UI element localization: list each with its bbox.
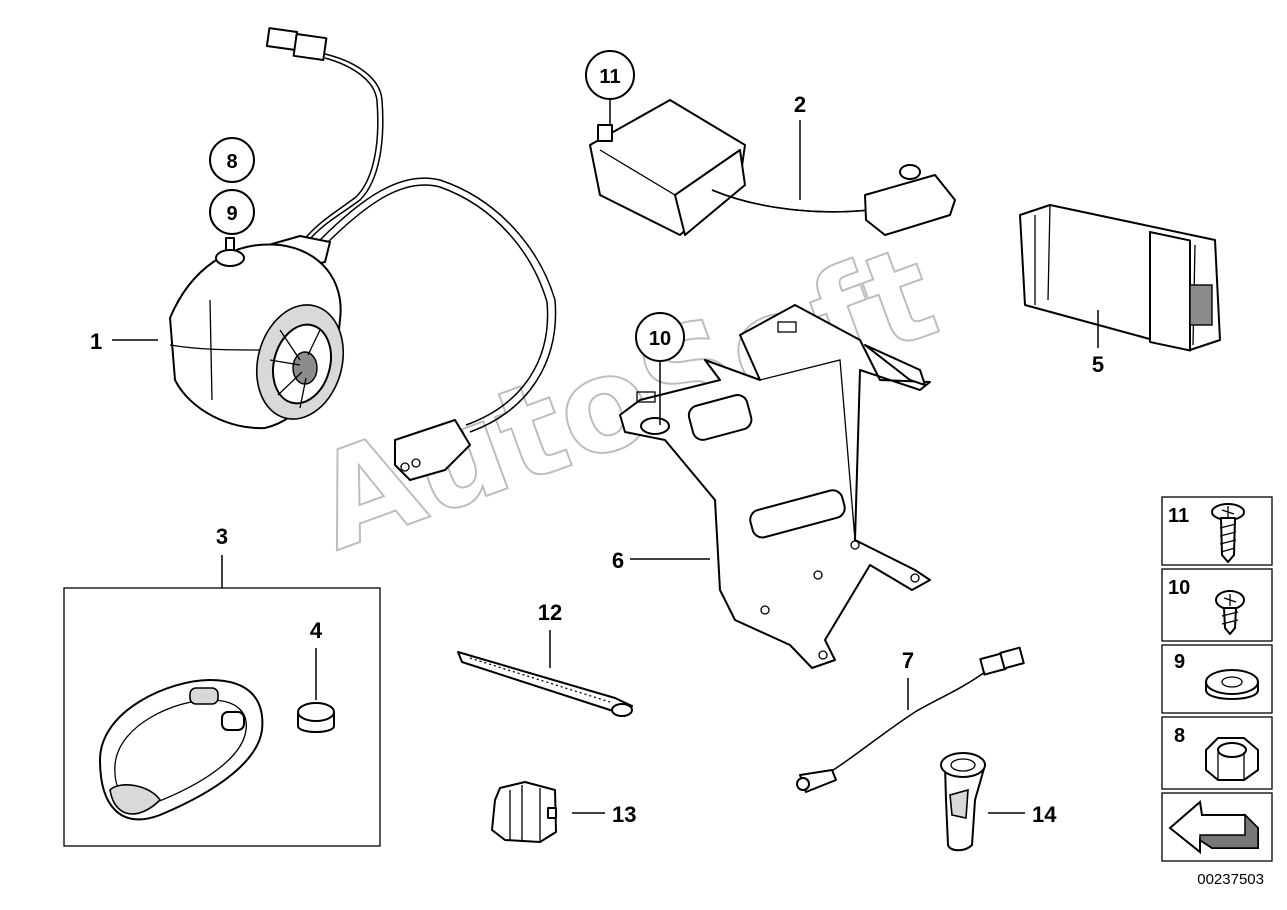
control-module-part [589, 99, 956, 236]
clip-part [491, 781, 557, 843]
battery-cell-part [297, 702, 335, 733]
short-screw-icon [1215, 590, 1245, 635]
hardware-legend: 11 10 9 8 [1161, 496, 1273, 862]
circled-label-9: 9 [226, 203, 237, 225]
label-13: 13 [612, 802, 636, 827]
label-7: 7 [902, 648, 914, 673]
cable-tie-part [457, 651, 633, 717]
mounting-bracket-part [619, 304, 931, 669]
label-6: 6 [612, 548, 624, 573]
remote-kit-box [63, 587, 381, 847]
diagram-number: 00237503 [1197, 871, 1264, 888]
screw-icon [1211, 503, 1245, 563]
nut-icon [1205, 737, 1259, 781]
label-3: 3 [216, 524, 228, 549]
legend-label-11: 11 [1168, 505, 1189, 527]
siren-part [169, 27, 557, 481]
label-4: 4 [310, 618, 323, 643]
label-5: 5 [1092, 352, 1104, 377]
bushing-part [940, 752, 986, 852]
legend-label-9: 9 [1174, 651, 1185, 673]
legend-label-8: 8 [1174, 725, 1185, 747]
remote-key-part [99, 679, 264, 821]
circled-label-8: 8 [226, 151, 237, 173]
circled-label-10: 10 [649, 328, 671, 350]
label-12: 12 [538, 600, 562, 625]
washer-icon [1205, 669, 1259, 700]
legend-label-10: 10 [1168, 577, 1190, 599]
direction-arrow-icon [1168, 800, 1259, 855]
battery-pack-part [1019, 204, 1221, 352]
sensor-wire-part [796, 646, 1025, 793]
label-2: 2 [794, 92, 806, 117]
label-14: 14 [1032, 802, 1057, 827]
label-1: 1 [90, 329, 102, 354]
circled-label-11: 11 [599, 66, 620, 88]
